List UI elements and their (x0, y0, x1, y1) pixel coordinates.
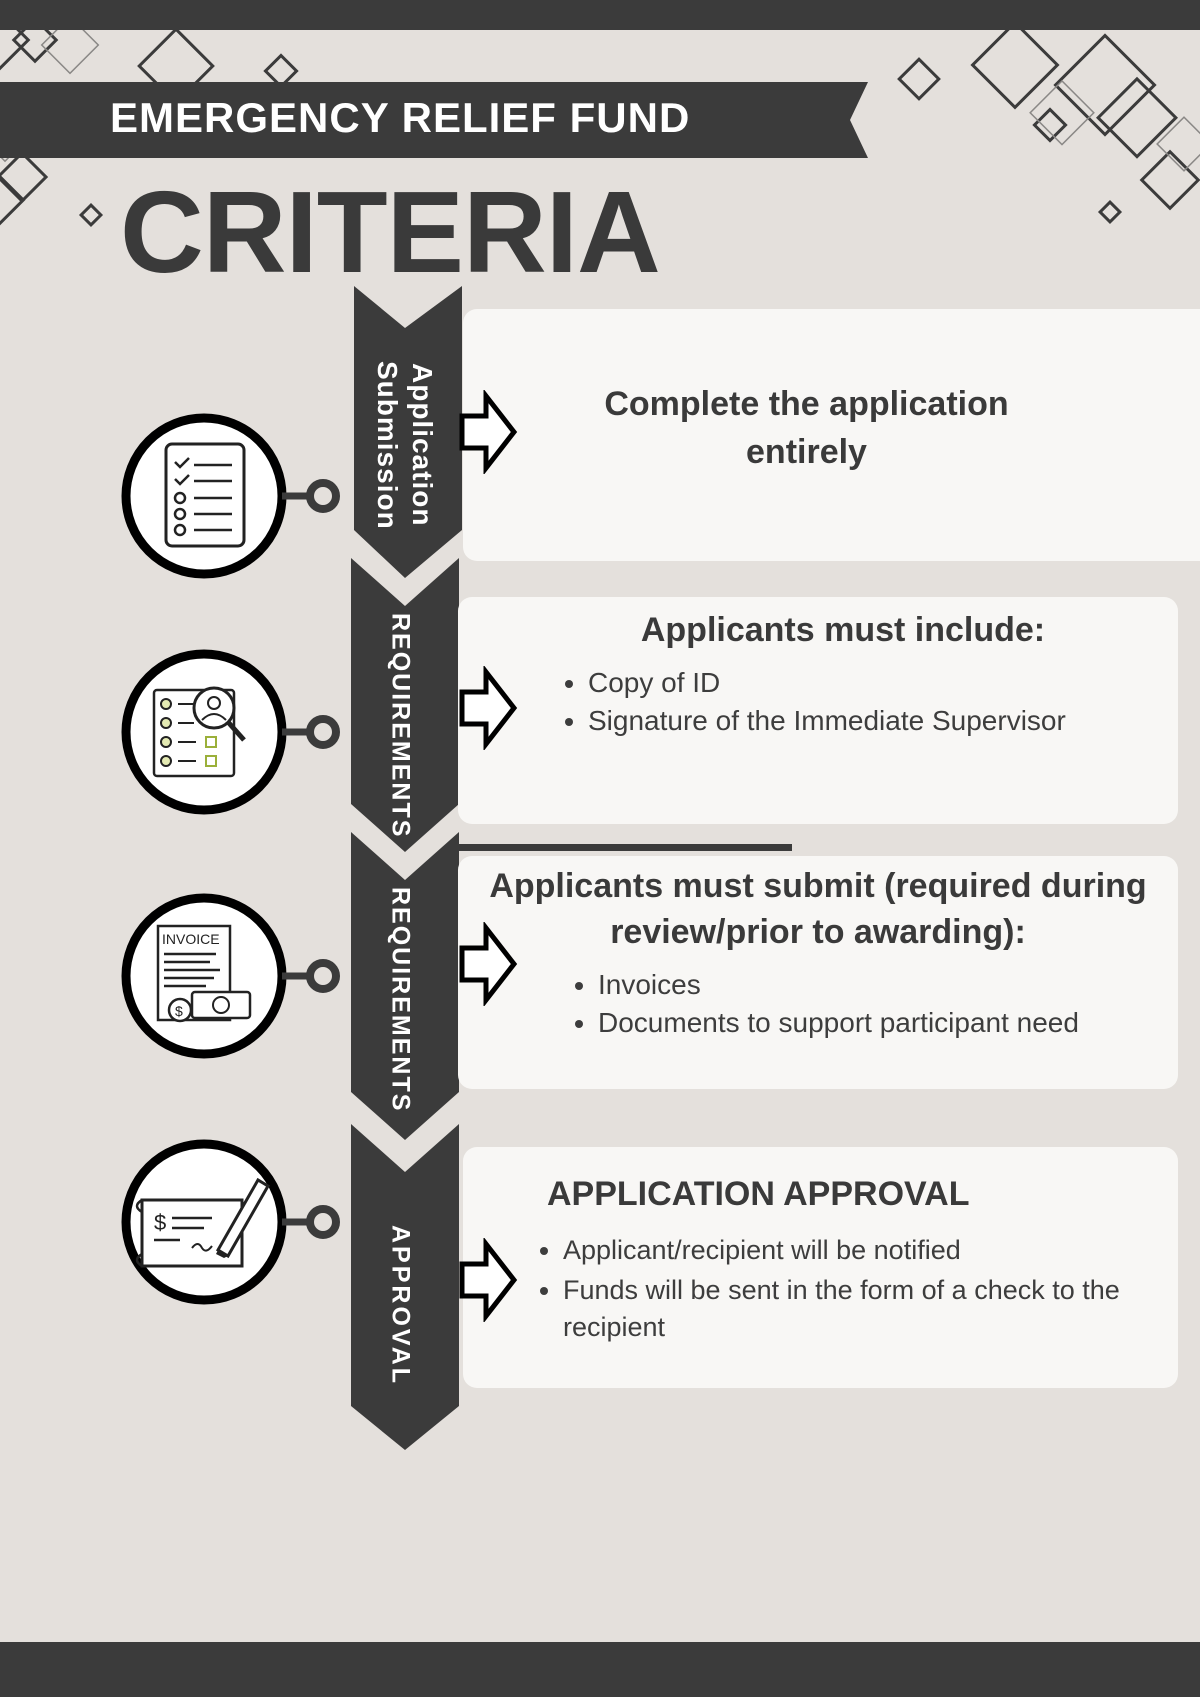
step-card-application-submission: Complete the application entirely (463, 309, 1200, 561)
check-signing-icon: $ (121, 1139, 340, 1305)
step-label-line-submission: Submission (372, 360, 403, 530)
step-heading: Complete the application entirely (604, 385, 1009, 471)
checklist-icon (121, 413, 340, 579)
list-item: Funds will be sent in the form of a chec… (563, 1272, 1168, 1345)
step-label-approval: APPROVAL (386, 1225, 415, 1387)
step-card-requirements-submit: Applicants must submit (required during … (458, 856, 1178, 1089)
list-item: Copy of ID (588, 664, 1158, 702)
step-label-requirements-1: REQUIREMENTS (386, 613, 415, 839)
approval-list: Applicant/recipient will be notified Fun… (533, 1232, 1168, 1345)
step-card-requirements-include: Applicants must include: Copy of ID Sign… (458, 597, 1178, 824)
step-heading: Applicants must submit (required during … (489, 867, 1147, 951)
arrow-right-icon (459, 666, 518, 750)
svg-text:$: $ (175, 1003, 183, 1019)
bottom-bar (0, 1642, 1200, 1697)
step-heading: Applicants must include: (640, 611, 1046, 649)
candidate-review-icon (121, 649, 340, 815)
requirement-list: Invoices Documents to support participan… (478, 966, 1158, 1042)
page-title: CRITERIA (120, 167, 661, 297)
list-item: Invoices (598, 966, 1158, 1004)
arrow-right-icon (459, 1238, 518, 1322)
requirement-list: Copy of ID Signature of the Immediate Su… (558, 664, 1158, 740)
svg-text:INVOICE: INVOICE (162, 931, 220, 947)
list-item: Applicant/recipient will be notified (563, 1232, 1168, 1268)
step-heading: APPLICATION APPROVAL (547, 1175, 970, 1213)
svg-text:$: $ (154, 1210, 166, 1235)
step-card-approval: APPLICATION APPROVAL Applicant/recipient… (463, 1147, 1178, 1388)
diamond-pattern-decoration (0, 30, 1200, 231)
top-bar (0, 0, 1200, 30)
title-banner (0, 82, 868, 158)
divider-line (458, 844, 792, 851)
arrow-right-icon (459, 922, 518, 1006)
list-item: Signature of the Immediate Supervisor (588, 702, 1158, 740)
step-label-application-submission: Application Submission (365, 332, 445, 558)
timeline-spine (351, 286, 462, 1450)
list-item: Documents to support participant need (598, 1004, 1158, 1042)
step-label-line-application: Application (407, 363, 438, 527)
invoice-icon: INVOICE $ (121, 893, 340, 1059)
arrow-right-icon (459, 390, 518, 474)
step-label-requirements-2: REQUIREMENTS (386, 887, 415, 1113)
fund-name: EMERGENCY RELIEF FUND (110, 94, 691, 141)
